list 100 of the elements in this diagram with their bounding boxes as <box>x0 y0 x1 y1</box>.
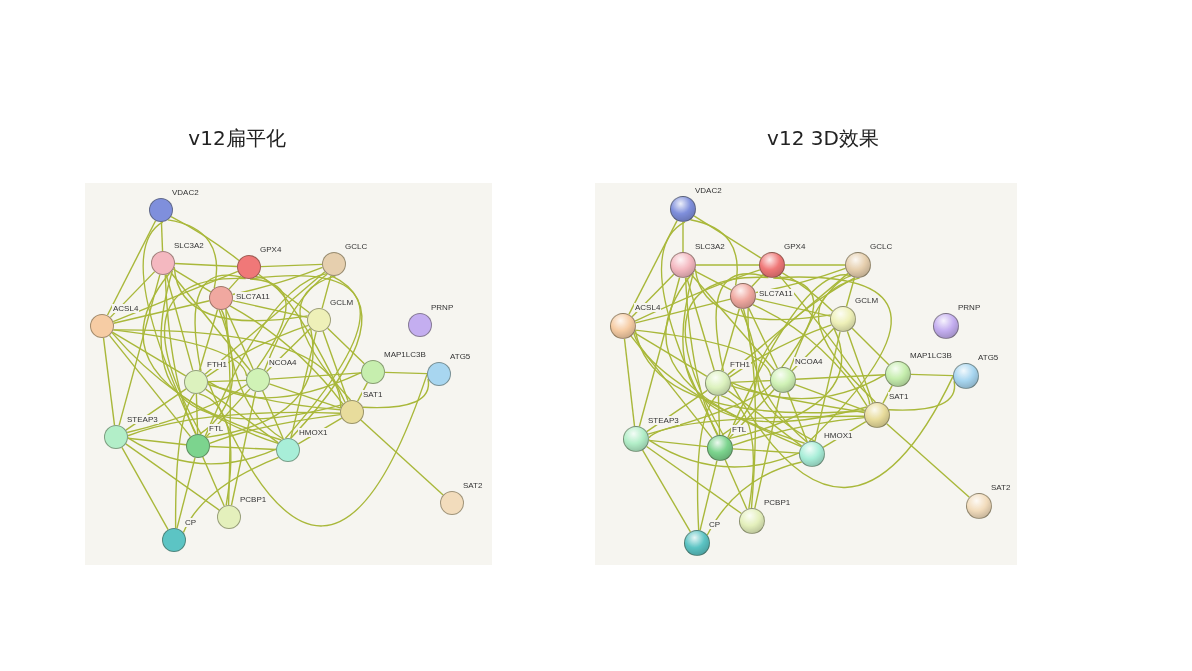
interaction-line <box>778 274 871 406</box>
interaction-line <box>142 221 197 435</box>
protein-label: SLC7A11 <box>235 292 271 301</box>
protein-label: SAT1 <box>888 392 910 401</box>
interaction-line <box>784 264 846 266</box>
protein-label: NCOA4 <box>268 358 298 367</box>
interaction-line <box>174 262 238 268</box>
interaction-line <box>360 419 444 496</box>
protein-label: FTH1 <box>206 360 228 369</box>
interaction-line <box>747 307 808 443</box>
protein-label: CP <box>708 520 722 529</box>
interaction-line <box>164 274 197 435</box>
interaction-line <box>356 381 369 403</box>
protein-label: GCLM <box>329 298 355 307</box>
interaction-line <box>689 219 738 286</box>
protein-label: PRNP <box>957 303 982 312</box>
interaction-line <box>112 270 239 323</box>
interaction-line <box>730 373 886 400</box>
protein-label: VDAC2 <box>694 186 723 195</box>
interaction-line <box>176 456 196 530</box>
interaction-line <box>690 274 776 371</box>
protein-label: PCBP1 <box>239 495 268 504</box>
interaction-line <box>225 308 254 370</box>
panel-title: v12 3D效果 <box>767 125 879 152</box>
protein-label: GCLM <box>854 296 880 305</box>
interaction-line <box>747 307 779 369</box>
interaction-line <box>910 373 954 377</box>
interaction-line <box>206 324 309 378</box>
interaction-line <box>163 277 247 436</box>
interaction-line <box>728 388 775 440</box>
interaction-line <box>127 437 187 446</box>
interaction-line <box>633 332 802 448</box>
interaction-line <box>118 273 161 427</box>
interaction-line <box>165 273 194 372</box>
interaction-line <box>121 446 169 531</box>
protein-label: GPX4 <box>783 242 807 251</box>
interaction-line <box>384 371 428 375</box>
interaction-line <box>721 308 758 436</box>
interaction-line <box>257 273 311 314</box>
interaction-line <box>262 390 284 440</box>
interaction-line <box>207 383 341 411</box>
interaction-line <box>730 375 954 489</box>
interaction-line <box>641 449 692 533</box>
interaction-line <box>207 372 362 399</box>
interaction-line <box>108 334 192 438</box>
interaction-line <box>268 383 342 409</box>
interaction-line <box>109 270 156 319</box>
interaction-line <box>727 390 803 447</box>
interaction-line <box>732 448 800 454</box>
interaction-line <box>198 308 219 372</box>
interaction-line <box>684 277 719 436</box>
protein-label: SAT1 <box>362 390 384 399</box>
interaction-line <box>204 272 328 438</box>
interaction-line <box>686 276 715 372</box>
interaction-line <box>174 393 196 529</box>
interaction-line <box>706 461 803 536</box>
interaction-line <box>225 308 284 440</box>
interaction-line <box>634 298 732 324</box>
interaction-line <box>362 378 430 409</box>
protein-label: MAP1LC3B <box>909 351 953 360</box>
interaction-line <box>888 380 956 411</box>
protein-label: HMOX1 <box>298 428 329 437</box>
interaction-line <box>631 273 675 318</box>
protein-label: ATG5 <box>449 352 472 361</box>
interaction-line <box>102 337 116 426</box>
interaction-line <box>634 329 866 414</box>
interaction-line <box>693 270 733 291</box>
interaction-line <box>205 388 251 438</box>
interaction-line <box>321 274 332 310</box>
interaction-line <box>846 330 874 404</box>
interaction-line <box>173 266 309 322</box>
interaction-line <box>205 327 314 439</box>
protein-label: ATG5 <box>977 353 1000 362</box>
interaction-line <box>730 379 771 384</box>
protein-label: GPX4 <box>259 245 283 254</box>
interaction-line <box>199 309 234 435</box>
interaction-line <box>172 268 212 293</box>
protein-label: GCLC <box>344 242 369 251</box>
interaction-line <box>231 266 324 296</box>
interaction-line <box>142 272 283 441</box>
interaction-line <box>127 411 341 437</box>
interaction-line <box>648 415 865 439</box>
interaction-line <box>326 327 366 365</box>
interaction-line <box>814 330 841 443</box>
protein-label: HMOX1 <box>823 431 854 440</box>
interaction-line <box>699 459 718 532</box>
interaction-line <box>772 277 815 368</box>
interaction-line <box>696 395 717 531</box>
interaction-line <box>717 395 721 436</box>
protein-label: ACSL4 <box>112 304 140 313</box>
interaction-line <box>125 443 220 511</box>
protein-label: SAT2 <box>462 481 484 490</box>
protein-label: STEAP3 <box>647 416 680 425</box>
interaction-line <box>682 272 868 423</box>
interaction-line <box>728 327 843 440</box>
interaction-line <box>628 219 678 316</box>
interaction-line <box>170 215 240 262</box>
protein-label: GCLC <box>869 242 894 251</box>
interaction-line <box>290 274 363 440</box>
interaction-line <box>818 277 877 403</box>
